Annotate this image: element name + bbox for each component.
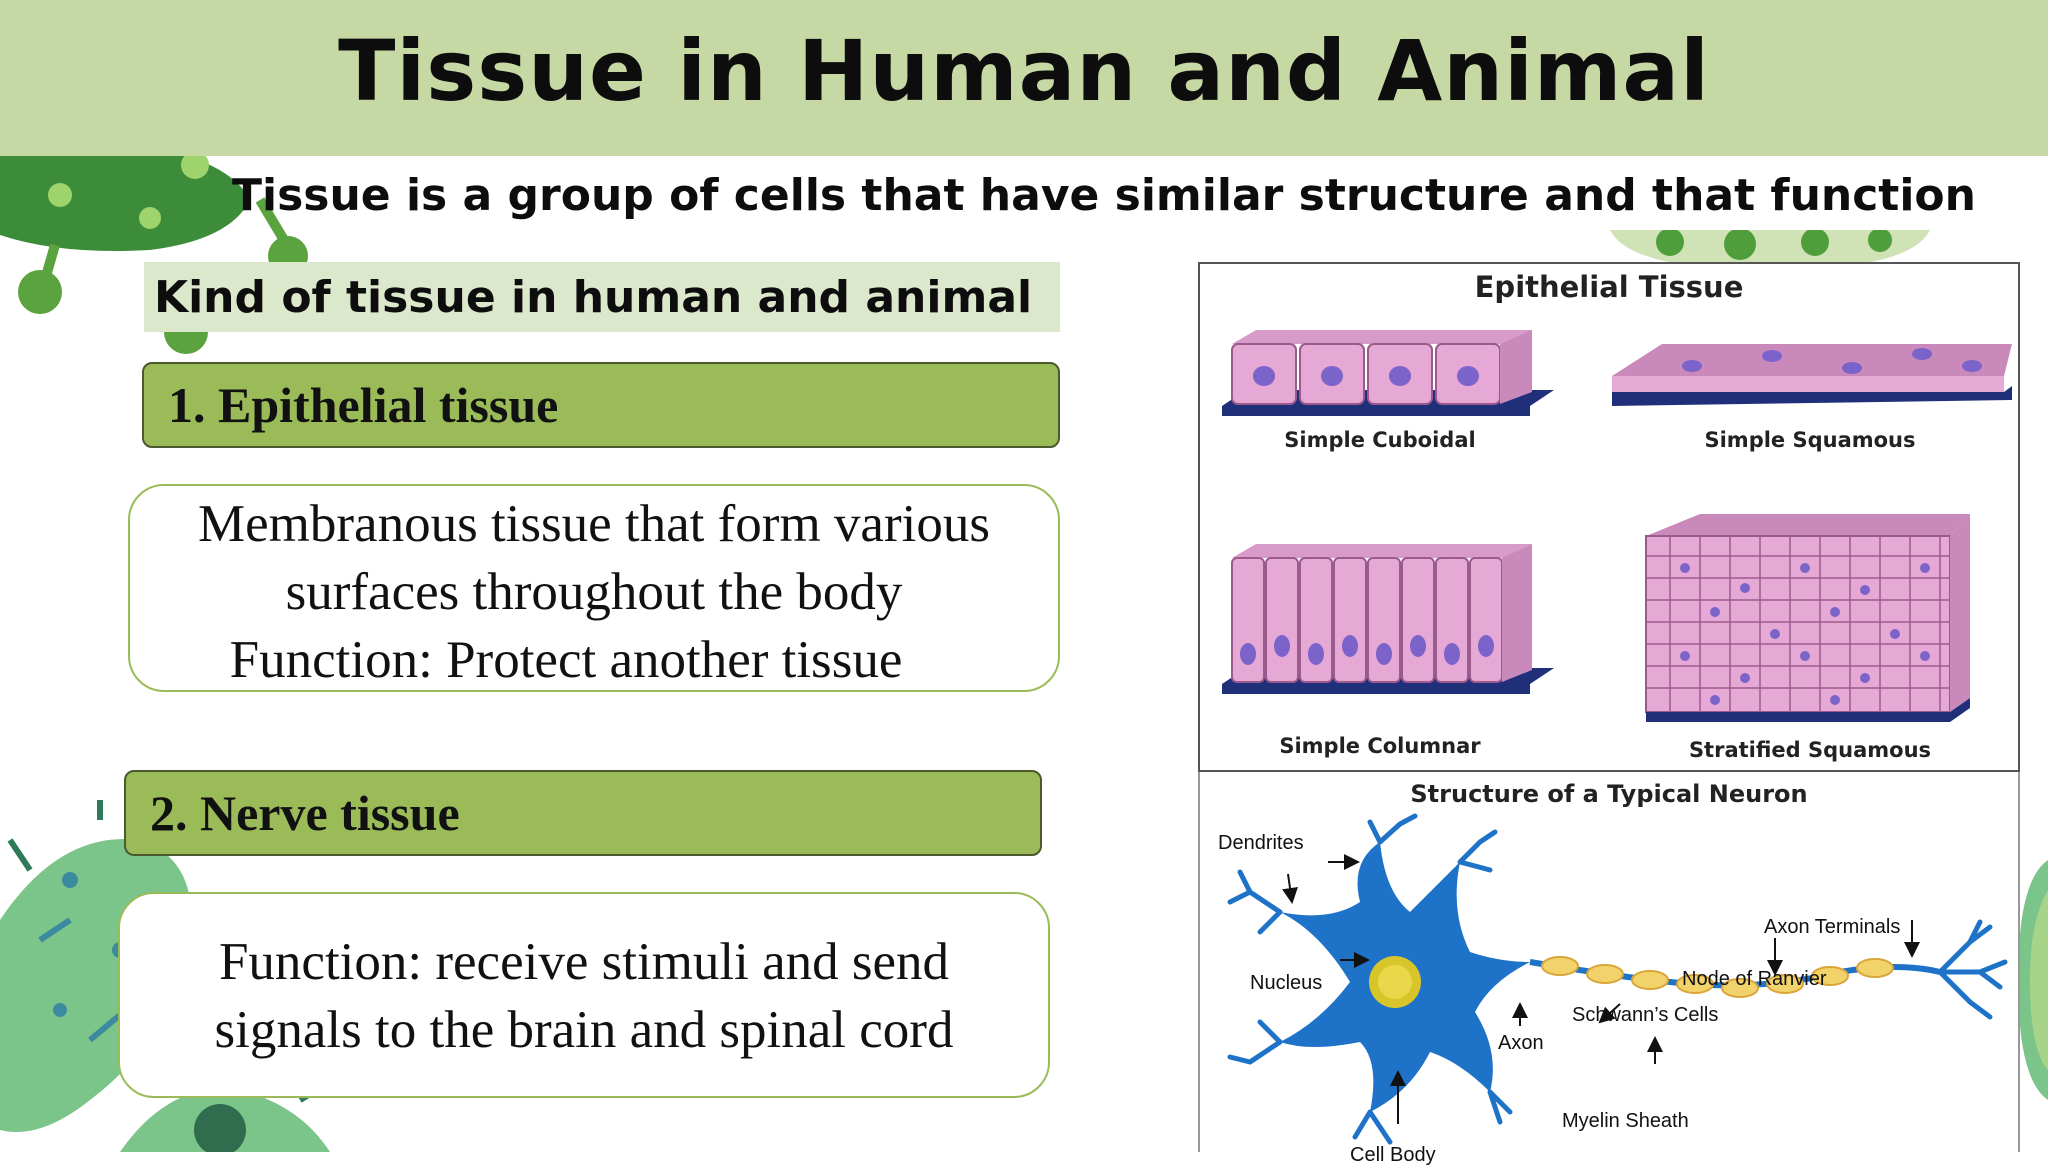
tissue-definition: Tissue is a group of cells that have sim… (232, 170, 1976, 221)
nerve-function-line-2: signals to the brain and spinal cord (214, 1001, 954, 1059)
neuron-figure-title: Structure of a Typical Neuron (1410, 780, 1808, 808)
dendrites-label: Dendrites (1218, 832, 1304, 854)
epithelial-heading-bar (142, 362, 1060, 448)
neuron-figure: Structure of a Typical Neuron (1198, 772, 2020, 1166)
axon-label: Axon (1498, 1032, 1544, 1054)
simple-columnar-label: Simple Columnar (1279, 734, 1481, 758)
neuron-diagram (1227, 813, 2008, 1145)
axon-terminals-label: Axon Terminals (1764, 916, 1901, 938)
kinds-heading-highlight (144, 262, 1060, 332)
epithelial-heading: 1. Epithelial tissue (168, 377, 559, 433)
node-of-ranvier-label: Node of Ranvier (1682, 968, 1827, 990)
simple-cuboidal-diagram (1222, 330, 1554, 416)
stratified-squamous-diagram (1645, 514, 1970, 722)
cell-body-label: Cell Body (1350, 1144, 1436, 1166)
epithelial-tissue-figure: Epithelial Tissue Simple Cuboidal (1198, 262, 2020, 772)
nerve-function-line-1: Function: receive stimuli and send (218, 933, 950, 991)
epithelial-figure-title: Epithelial Tissue (1474, 270, 1744, 304)
nerve-heading: 2. Nerve tissue (150, 785, 460, 841)
kinds-heading: Kind of tissue in human and animal (154, 272, 1033, 323)
nucleus-label: Nucleus (1250, 972, 1323, 994)
title-band (0, 0, 2048, 156)
decorative-virus-top-right (1610, 230, 1930, 270)
stratified-squamous-label: Stratified Squamous (1688, 738, 1932, 762)
decorative-microbe-right-edge (2018, 860, 2048, 1100)
simple-squamous-diagram (1612, 344, 2012, 406)
nerve-heading-bar (124, 770, 1042, 856)
epithelial-line-2: surfaces throughout the body (285, 563, 903, 621)
epithelial-description-card (128, 484, 1060, 692)
epithelial-line-1: Membranous tissue that form various (198, 495, 990, 553)
epithelial-function-line: Function: Protect another tissue (229, 631, 903, 689)
slide-title: Tissue in Human and Animal (338, 22, 1710, 120)
myelin-sheath-label: Myelin Sheath (1562, 1110, 1689, 1132)
simple-columnar-diagram (1222, 544, 1554, 694)
schwann-cells-label: Schwann’s Cells (1572, 1004, 1719, 1026)
simple-squamous-label: Simple Squamous (1704, 428, 1916, 452)
simple-cuboidal-label: Simple Cuboidal (1284, 428, 1476, 452)
nerve-description-card (118, 892, 1050, 1098)
